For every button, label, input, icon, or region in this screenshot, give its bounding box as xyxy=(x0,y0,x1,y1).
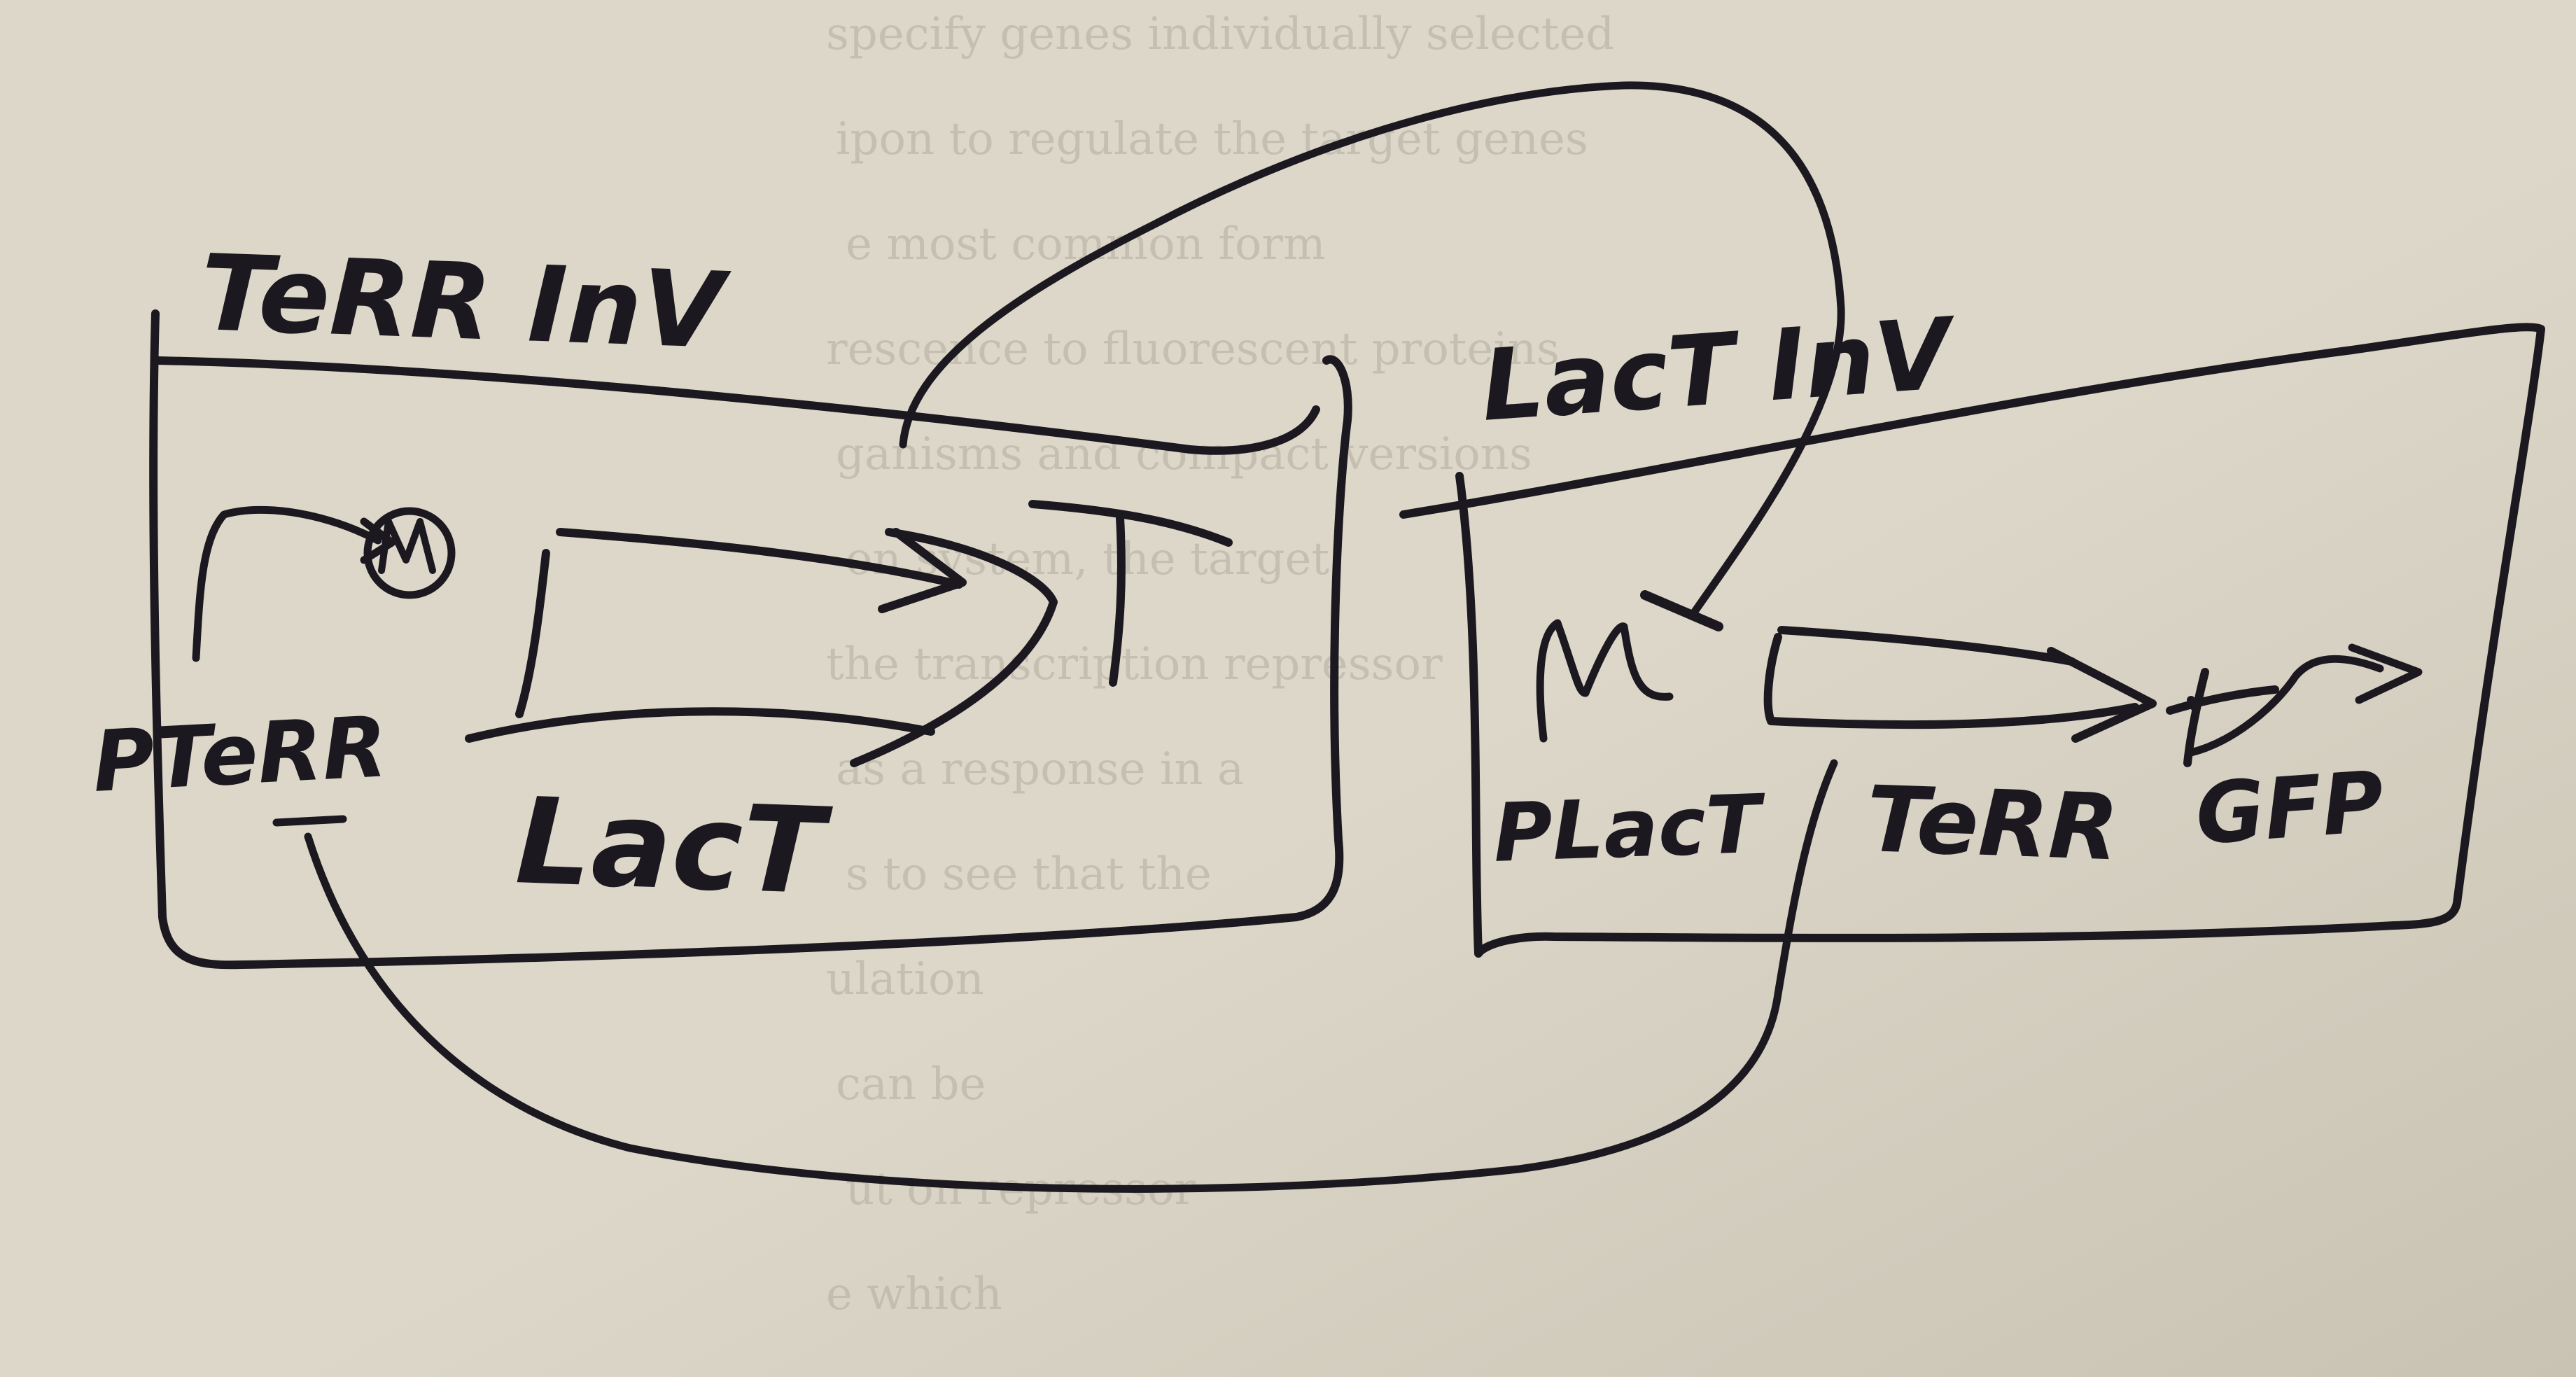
repression-t-bar xyxy=(1028,500,1233,687)
terr-gene-arrow xyxy=(1763,626,2139,729)
label-plact: PLacT xyxy=(1492,777,1768,881)
bleed-text-line: the transcription repressor xyxy=(826,638,1443,690)
circled-m-glyph xyxy=(378,518,436,574)
label-pterr: PTeRR xyxy=(90,699,389,811)
label-gfp: GFP xyxy=(2192,754,2386,864)
bleed-text-line: ipon to regulate the target genes xyxy=(836,113,1588,165)
bleed-text-line: rescence to fluorescent proteins xyxy=(826,323,1560,375)
bleed-text-line: specify genes individually selected xyxy=(826,8,1614,60)
promoter-arrow-pterr xyxy=(192,505,382,662)
label-terr-inv: TeRR InV xyxy=(199,232,732,372)
terr-inv-box-top xyxy=(153,356,1320,455)
loop-arrow-terr-to-pterr-head xyxy=(272,815,347,827)
loop-arrow-terr-to-pterr xyxy=(304,759,1838,1193)
circled-m-marker xyxy=(363,507,456,599)
bleed-text-line: ulation xyxy=(826,953,984,1005)
bleed-text-line: e which xyxy=(826,1268,1002,1320)
label-terr: TeRR xyxy=(1865,766,2120,881)
loop-arrow-lact-to-m xyxy=(899,81,1845,617)
terr-inv-box xyxy=(149,309,1352,970)
lact-gene-arrow xyxy=(465,528,1058,767)
label-lact: LacT xyxy=(514,772,834,922)
bleed-through-text: specify genes individually selected ipon … xyxy=(826,8,1614,1320)
bleed-text-line: can be xyxy=(836,1058,986,1110)
gfp-output-arrow xyxy=(2187,655,2384,757)
m-marker-lact-inv xyxy=(1536,619,1674,743)
gfp-output-arrow-head xyxy=(2348,643,2423,704)
bleed-text-line: s to see that the xyxy=(846,848,1212,900)
terr-gene-arrow-head xyxy=(2047,647,2157,743)
gfp-repression-bar xyxy=(2166,668,2279,767)
bleed-text-line: as a response in a xyxy=(836,743,1244,795)
lact-inv-box xyxy=(1399,323,2545,958)
loop-arrow-lact-to-m-bar xyxy=(1640,590,1723,631)
bleed-text-line: ganisms and compact versions xyxy=(836,428,1532,480)
lact-gene-arrow-head xyxy=(878,528,967,613)
